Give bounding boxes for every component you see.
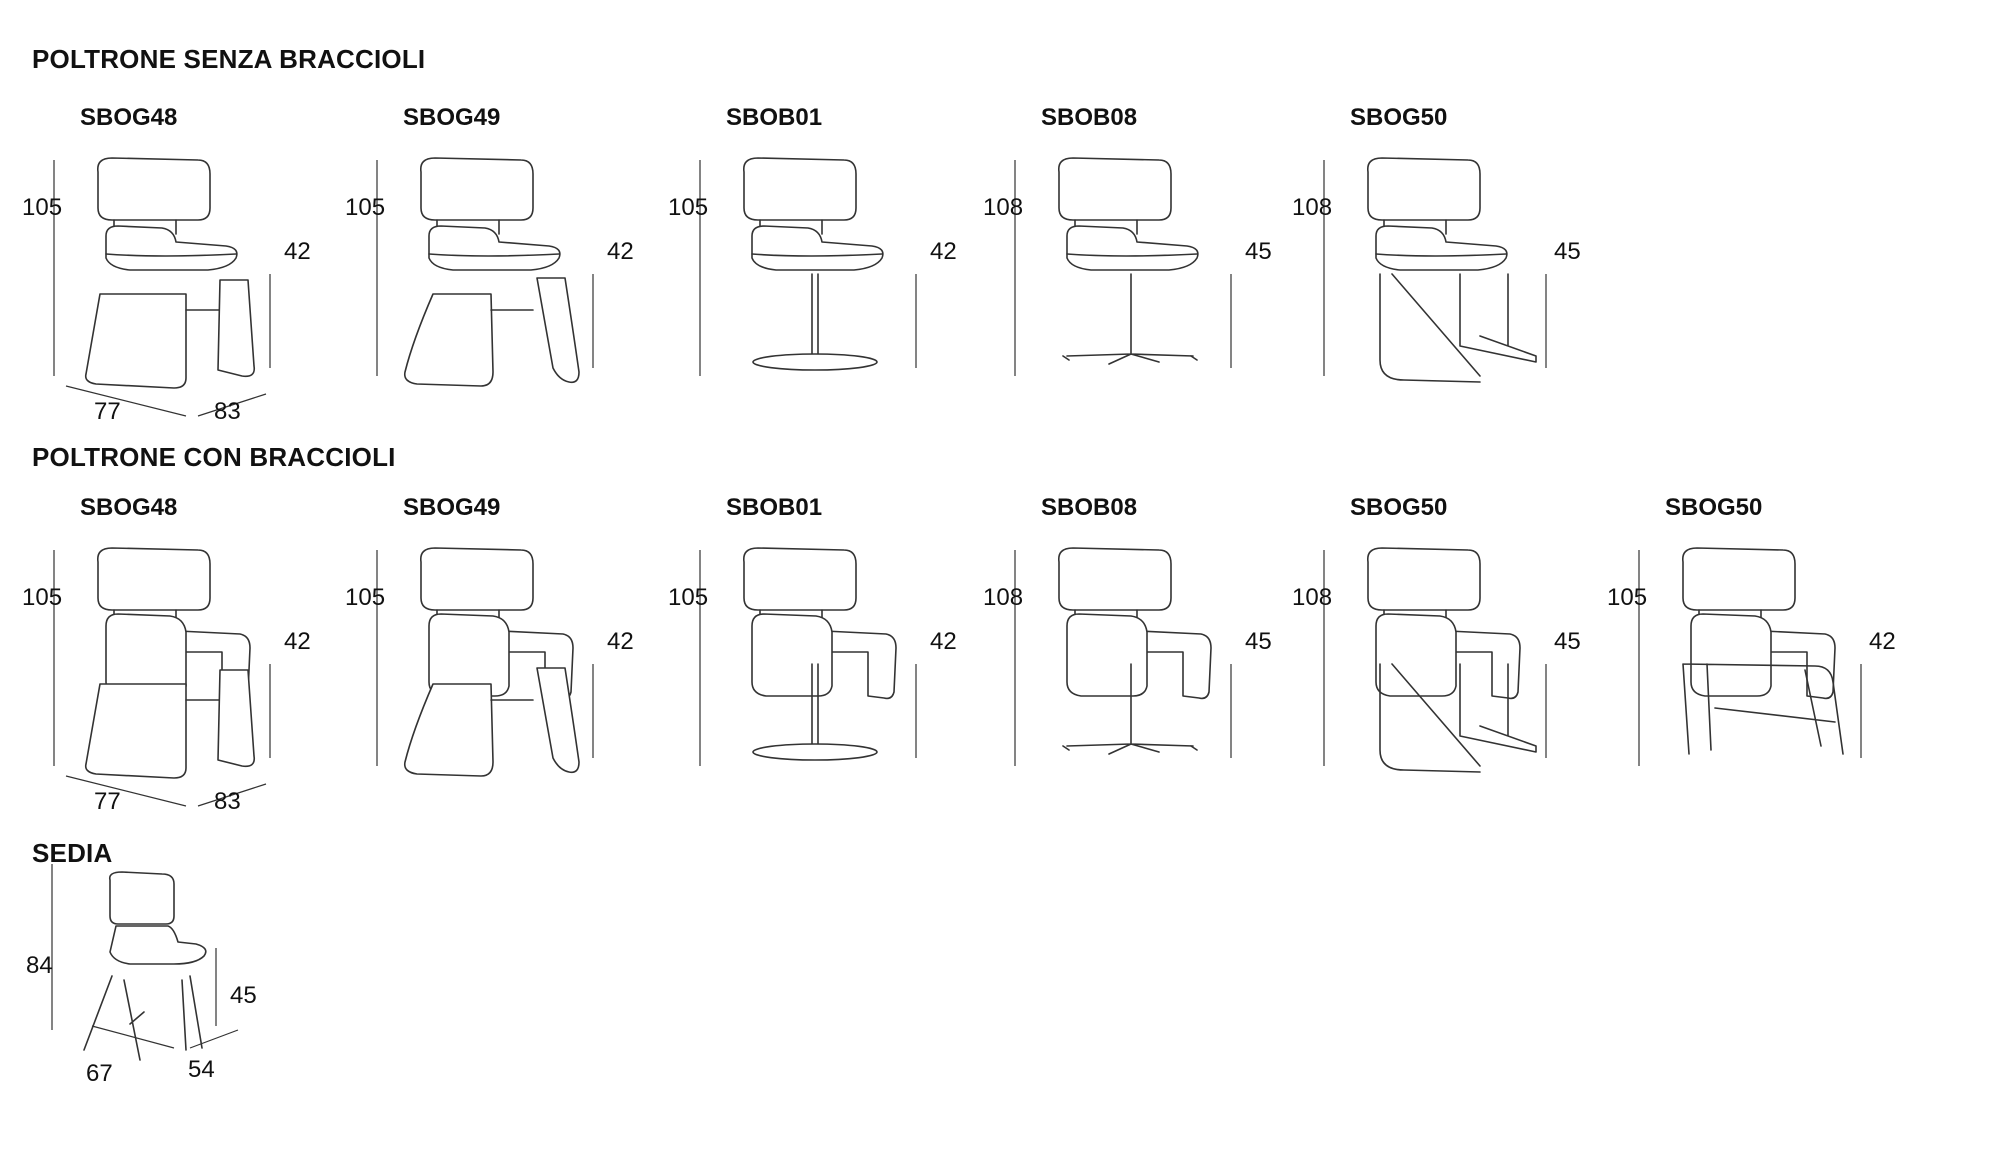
product-item: SBOB08 108 45 xyxy=(983,494,1291,766)
seat-height-dimension: 42 xyxy=(284,628,311,655)
product-item: SBOG50 108 45 xyxy=(1292,104,1600,383)
seat-height-dimension: 42 xyxy=(930,628,957,655)
width-dimension: 77 xyxy=(94,398,121,425)
product-code: SBOG50 xyxy=(1350,104,1448,131)
height-dimension: 105 xyxy=(345,194,386,221)
product-code: SBOG50 xyxy=(1350,494,1448,521)
product-item: SBOG50 105 42 xyxy=(1607,494,1915,766)
seat-height-dimension: 42 xyxy=(607,628,634,655)
height-dimension: 105 xyxy=(1607,584,1648,611)
product-code: SBOB01 xyxy=(726,494,823,521)
product-item: SBOG48 105 42 77 83 xyxy=(22,494,330,815)
product-item: SBOG49 105 42 xyxy=(345,494,653,777)
product-code: SBOG48 xyxy=(80,104,178,131)
depth-dimension: 83 xyxy=(214,398,241,425)
seat-height-dimension: 42 xyxy=(930,238,957,265)
chair-drawing xyxy=(1014,157,1232,376)
section-title-senza: POLTRONE SENZA BRACCIOLI xyxy=(32,44,426,74)
product-code: SBOG50 xyxy=(1665,494,1763,521)
product-item: SBOB01 105 42 xyxy=(668,494,976,766)
product-item: SBOB01 105 42 xyxy=(668,104,976,376)
chair-drawing xyxy=(376,157,594,387)
chair-drawing xyxy=(51,864,239,1061)
product-code: SBOG49 xyxy=(403,494,501,521)
product-code: SBOB08 xyxy=(1041,104,1138,131)
seat-height-dimension: 45 xyxy=(1554,238,1581,265)
width-dimension: 67 xyxy=(86,1060,113,1087)
seat-height-dimension: 45 xyxy=(230,982,257,1009)
height-dimension: 108 xyxy=(983,194,1024,221)
product-item: SBOB08 108 45 xyxy=(983,104,1291,376)
height-dimension: 105 xyxy=(668,194,709,221)
height-dimension: 84 xyxy=(26,952,53,979)
height-dimension: 105 xyxy=(22,194,63,221)
seat-height-dimension: 42 xyxy=(607,238,634,265)
height-dimension: 108 xyxy=(1292,194,1333,221)
height-dimension: 105 xyxy=(22,584,63,611)
chair-drawing xyxy=(53,157,271,417)
product-item: 84 45 67 54 xyxy=(26,864,330,1132)
chair-drawing xyxy=(1014,547,1232,766)
product-code: SBOB01 xyxy=(726,104,823,131)
chair-drawing xyxy=(1638,547,1862,766)
height-dimension: 105 xyxy=(345,584,386,611)
chair-drawing xyxy=(53,547,271,807)
chair-drawing xyxy=(1323,547,1547,773)
product-item: SBOG50 108 45 xyxy=(1292,494,1600,773)
height-dimension: 108 xyxy=(983,584,1024,611)
product-code: SBOB08 xyxy=(1041,494,1138,521)
seat-height-dimension: 45 xyxy=(1554,628,1581,655)
chair-drawing xyxy=(699,547,917,766)
height-dimension: 105 xyxy=(668,584,709,611)
depth-dimension: 54 xyxy=(188,1056,215,1083)
width-dimension: 77 xyxy=(94,788,121,815)
product-item: SBOG48 105 42 77 83 xyxy=(22,104,330,425)
chair-drawing xyxy=(699,157,917,376)
product-code: SBOG48 xyxy=(80,494,178,521)
section-title-con: POLTRONE CON BRACCIOLI xyxy=(32,442,396,472)
product-item: SBOG49 105 42 xyxy=(345,104,653,387)
height-dimension: 108 xyxy=(1292,584,1333,611)
product-code: SBOG49 xyxy=(403,104,501,131)
seat-height-dimension: 45 xyxy=(1245,628,1272,655)
seat-height-dimension: 45 xyxy=(1245,238,1272,265)
chair-drawing xyxy=(1323,157,1547,383)
chair-drawing xyxy=(376,547,594,777)
seat-height-dimension: 42 xyxy=(1869,628,1896,655)
seat-height-dimension: 42 xyxy=(284,238,311,265)
depth-dimension: 83 xyxy=(214,788,241,815)
section-title-sedia: SEDIA xyxy=(32,838,113,868)
